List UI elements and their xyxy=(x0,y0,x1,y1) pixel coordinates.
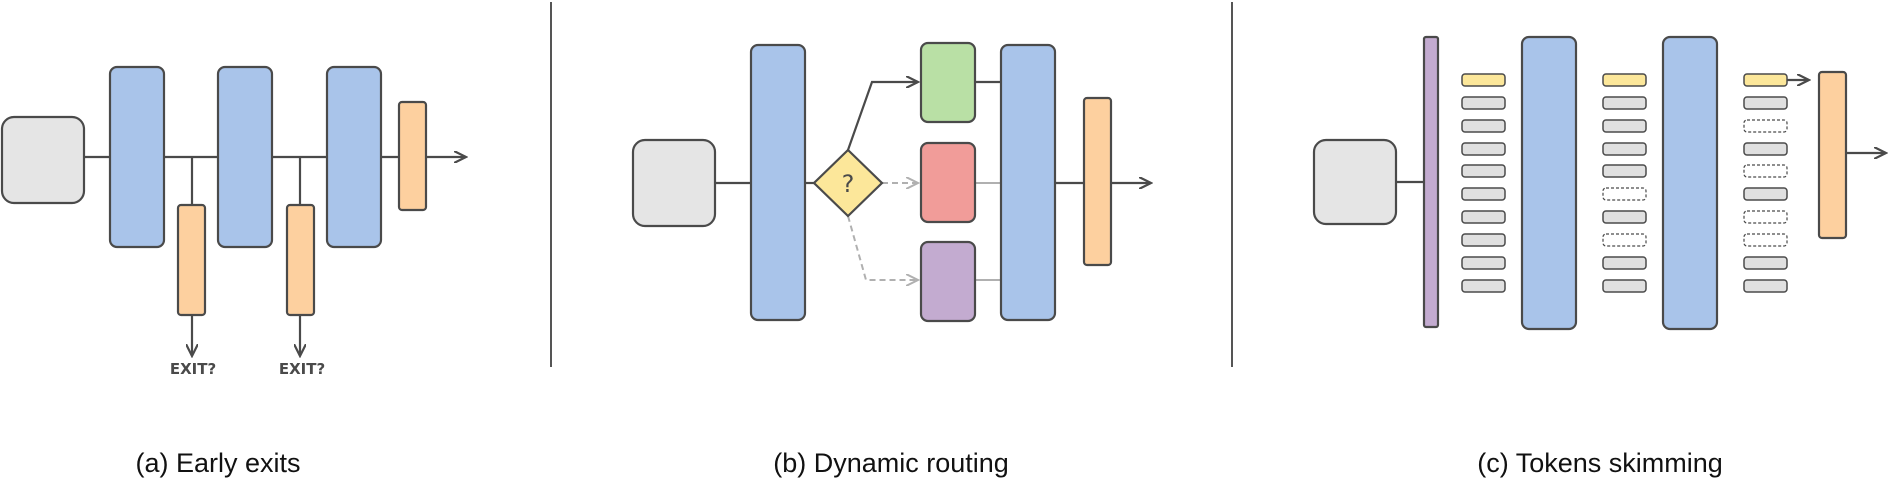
token-kept xyxy=(1743,187,1788,201)
token-skipped xyxy=(1602,233,1647,247)
panel-early-exits xyxy=(0,65,466,356)
exit-label: EXIT? xyxy=(170,360,216,378)
token-kept xyxy=(1461,187,1506,201)
panel-dynamic-routing xyxy=(631,41,1151,323)
layer-block xyxy=(108,65,166,249)
expert-block-green xyxy=(919,41,977,124)
exit-label: EXIT? xyxy=(279,360,325,378)
exit-classifier xyxy=(176,203,207,317)
token-skipped xyxy=(1743,233,1788,247)
layer-block xyxy=(1661,35,1719,331)
active-route-arrow xyxy=(846,82,918,151)
input-box xyxy=(0,115,86,205)
token-kept xyxy=(1602,164,1647,178)
token-selected xyxy=(1602,73,1647,87)
token-kept xyxy=(1743,142,1788,156)
token-selected xyxy=(1461,73,1506,87)
token-skipped xyxy=(1602,187,1647,201)
token-kept xyxy=(1461,233,1506,247)
expert-block-red xyxy=(919,141,977,224)
token-kept xyxy=(1461,96,1506,110)
caption-dynamic-routing: (b) Dynamic routing xyxy=(773,448,1009,478)
token-kept xyxy=(1602,96,1647,110)
caption-early-exits: (a) Early exits xyxy=(135,448,301,478)
output-head xyxy=(1817,70,1848,240)
token-kept xyxy=(1743,256,1788,270)
embedding-bar xyxy=(1422,35,1440,329)
layer-block xyxy=(999,43,1057,322)
layer-block xyxy=(325,65,383,249)
input-box xyxy=(1312,138,1398,226)
layer-block xyxy=(216,65,274,249)
token-skipped xyxy=(1743,210,1788,224)
token-kept xyxy=(1461,256,1506,270)
router-symbol: ? xyxy=(842,170,855,198)
layer-block xyxy=(749,43,807,322)
token-kept xyxy=(1602,256,1647,270)
exit-classifier xyxy=(285,203,316,317)
caption-tokens-skimming: (c) Tokens skimming xyxy=(1477,448,1723,478)
token-kept xyxy=(1743,96,1788,110)
layer-block xyxy=(1520,35,1578,331)
output-head xyxy=(1082,96,1113,267)
token-kept xyxy=(1602,119,1647,133)
token-kept xyxy=(1743,279,1788,293)
token-kept xyxy=(1461,142,1506,156)
expert-block-purple xyxy=(919,240,977,323)
exit-classifier xyxy=(397,100,428,212)
panel-tokens-skimming xyxy=(1312,35,1886,331)
token-selected xyxy=(1743,73,1788,87)
token-kept xyxy=(1461,164,1506,178)
token-kept xyxy=(1602,210,1647,224)
token-columns xyxy=(1461,73,1788,293)
token-kept xyxy=(1602,142,1647,156)
input-box xyxy=(631,138,717,228)
router-diamond xyxy=(812,148,884,218)
token-skipped xyxy=(1743,119,1788,133)
token-kept xyxy=(1461,210,1506,224)
token-kept xyxy=(1602,279,1647,293)
token-kept xyxy=(1461,279,1506,293)
token-kept xyxy=(1461,119,1506,133)
inactive-route-arrow xyxy=(847,215,918,280)
token-skipped xyxy=(1743,164,1788,178)
